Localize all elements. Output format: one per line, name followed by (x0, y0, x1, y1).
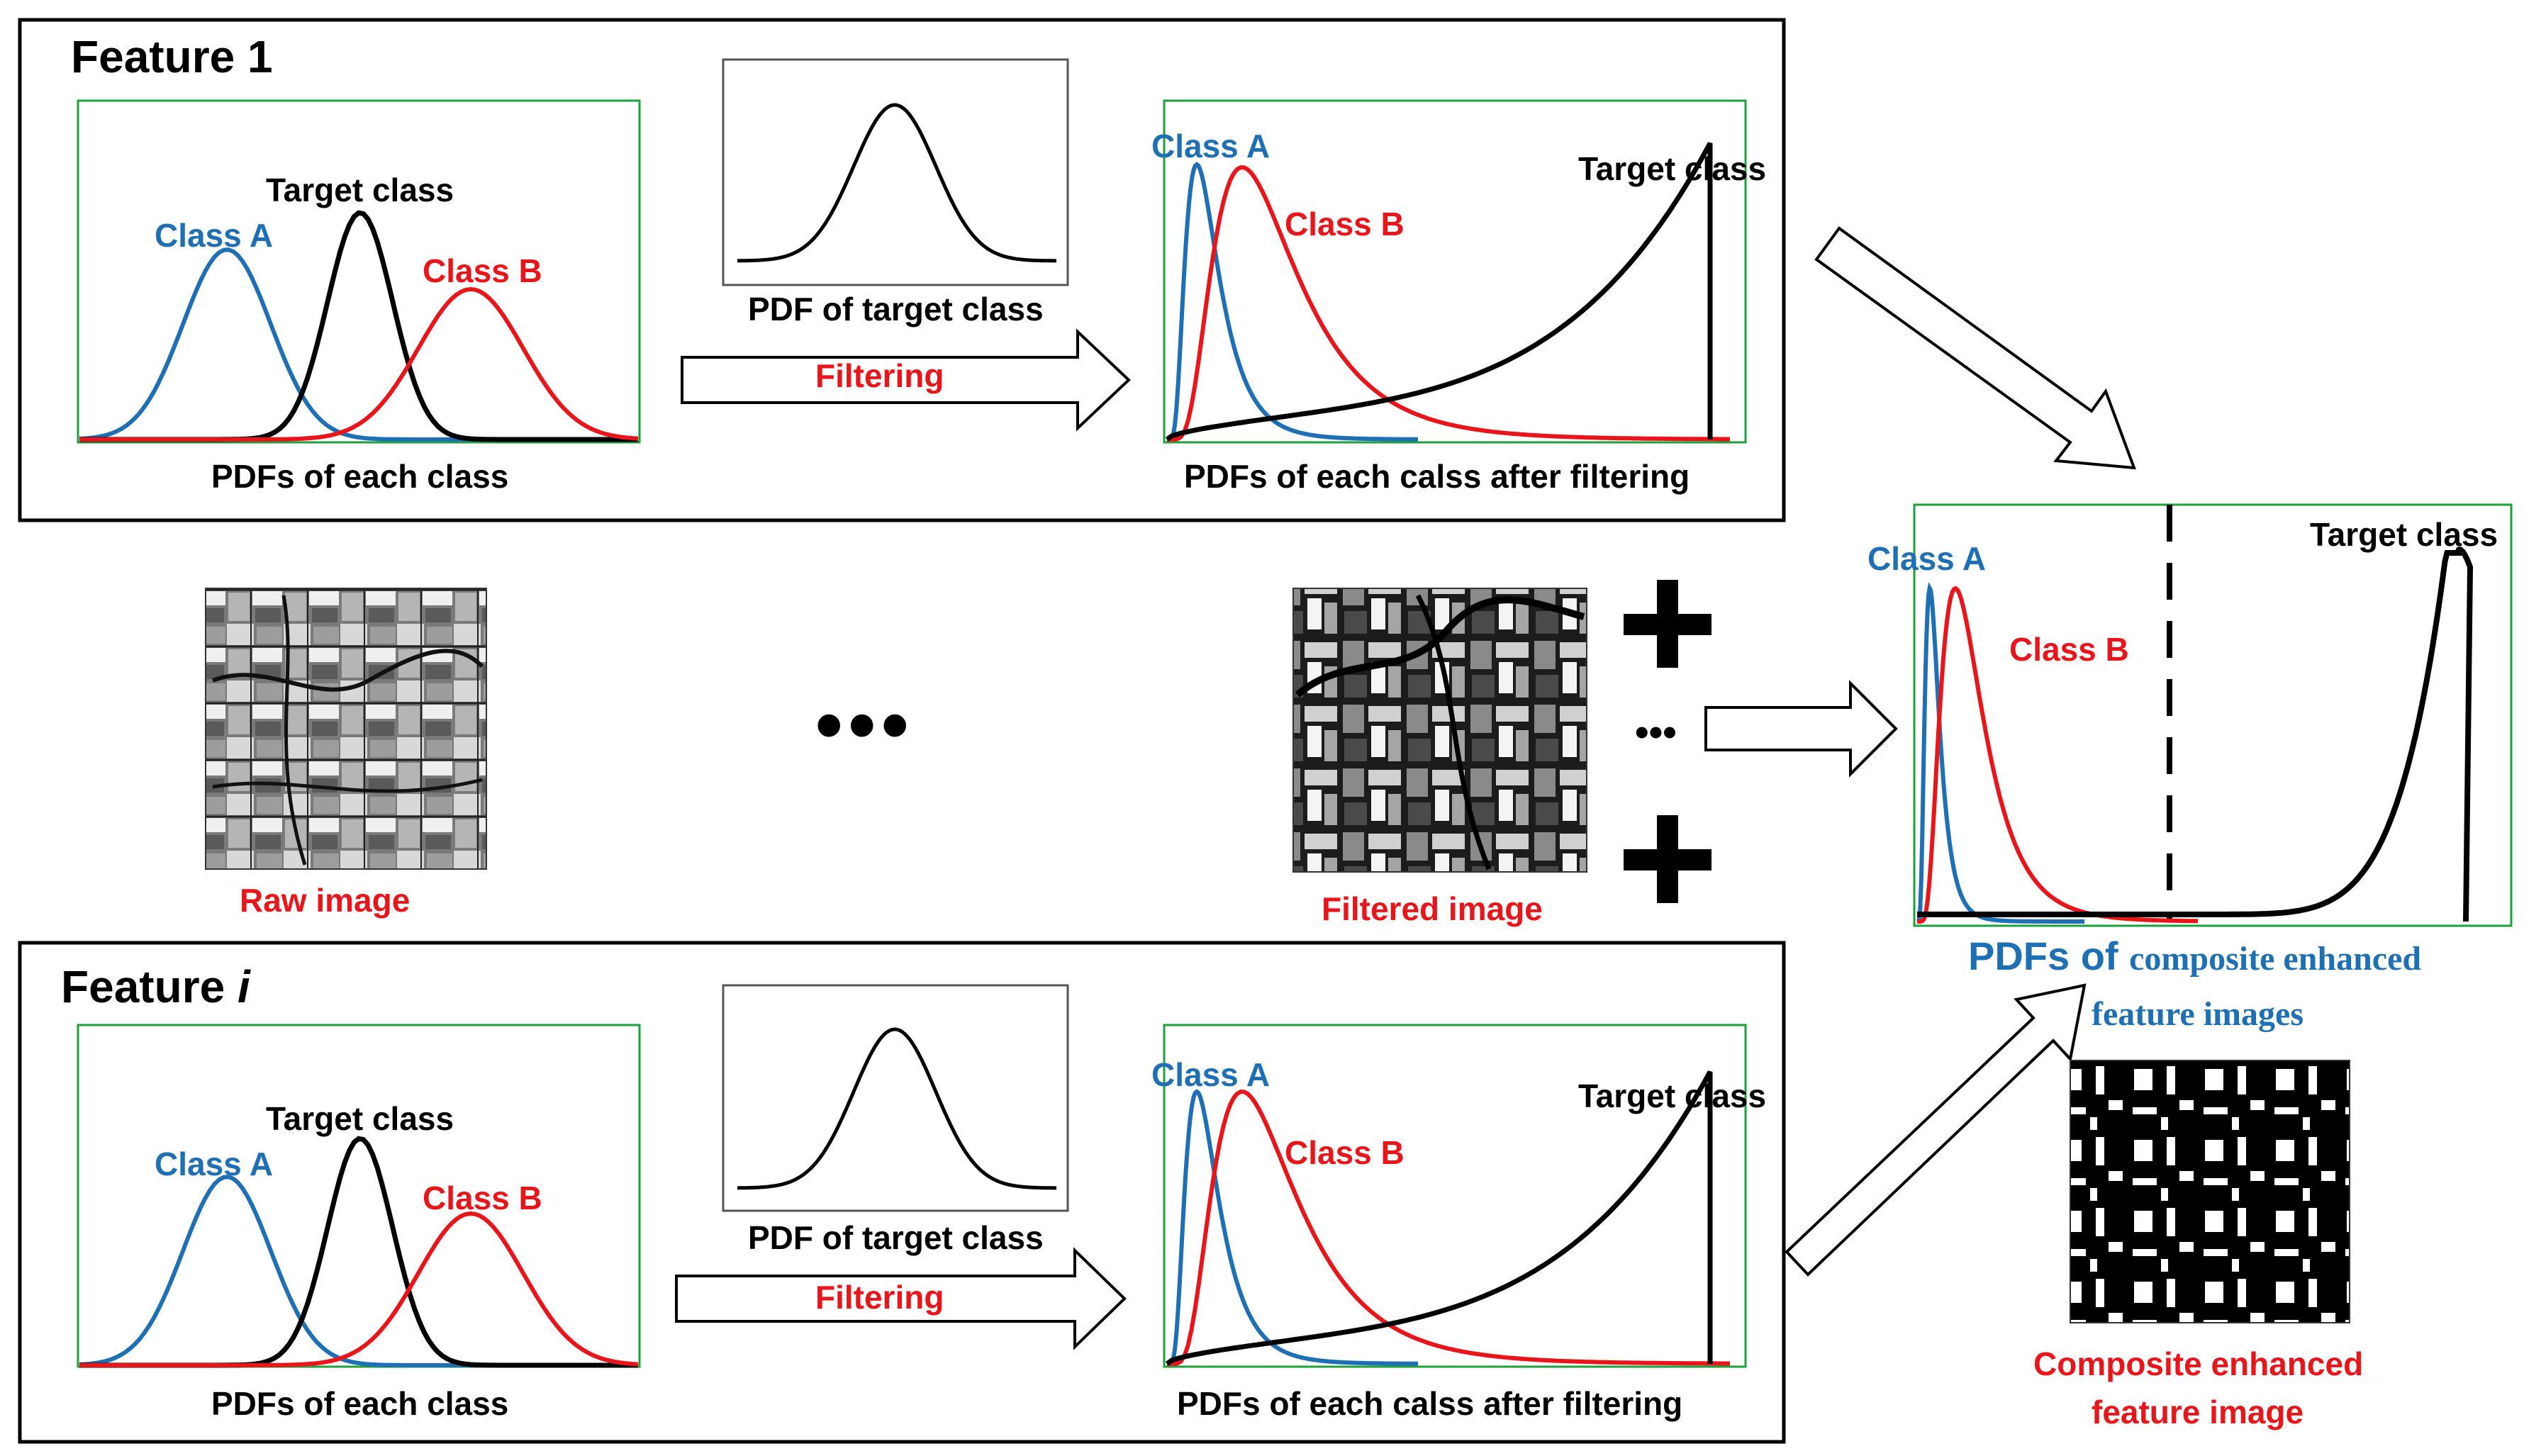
class-b-label: Class B (423, 252, 542, 289)
feature-1-frame (18, 18, 1786, 522)
filtered-image (1292, 588, 1587, 873)
raw-image-block: Raw image (205, 588, 487, 919)
class-a-label: Class A (1151, 1056, 1270, 1093)
class-b-label: Class B (1285, 1134, 1405, 1171)
plot-frame (77, 99, 641, 444)
class-a-label: Class A (155, 1146, 273, 1182)
filter-pdf-caption: PDF of target class (748, 1219, 1044, 1256)
plot-frame (1163, 1024, 1747, 1368)
feature-1-filter-pdf: PDF of target class (722, 58, 1069, 327)
feature-1-filtered-pdfs-plot: Class A Class B Target class PDFs of eac… (1151, 99, 1766, 495)
raw-image (205, 588, 487, 870)
class-b-curve (1917, 586, 2198, 924)
feature-i-frame (18, 941, 1786, 1444)
target-class-label: Target class (2310, 516, 2498, 553)
target-class-curve (1165, 142, 1713, 442)
composite-image-caption-line1: Composite enhanced (2033, 1345, 2363, 1382)
class-b-curve (1167, 164, 1730, 442)
pdfs-after-caption: PDFs of each calss after filtering (1177, 1385, 1682, 1422)
plot-frame (1163, 99, 1747, 444)
feature-i-filtering-arrow: Filtering (675, 1247, 1127, 1350)
class-b-curve (1167, 1089, 1730, 1366)
plus-icon (1657, 580, 1678, 668)
pdfs-after-caption: PDFs of each calss after filtering (1184, 458, 1690, 495)
class-a-label: Class A (155, 217, 273, 254)
feature-i-class-pdfs-plot: Class A Target class Class B PDFs of eac… (77, 1024, 641, 1422)
raw-image-caption: Raw image (240, 882, 410, 919)
target-class-curve (1165, 1070, 1713, 1366)
class-b-label: Class B (2009, 631, 2129, 668)
class-b-label: Class B (423, 1180, 542, 1216)
class-a-label: Class A (1867, 540, 1986, 577)
filter-pdf-caption: PDF of target class (748, 291, 1044, 327)
class-a-curve (1167, 162, 1418, 442)
feature-i-panel: Feature i Class A Target class Class B P… (18, 941, 1786, 1444)
composite-pdfs-caption: PDFs of composite enhanced (1968, 934, 2421, 978)
filtering-label: Filtering (815, 357, 944, 394)
class-b-label: Class B (1285, 206, 1405, 242)
ellipsis-big: ••• (815, 681, 915, 768)
composite-image-block: Composite enhanced feature image (2033, 1060, 2363, 1430)
target-class-curve (1917, 547, 2474, 922)
class-a-curve (1916, 581, 2084, 924)
feature-i-title: Feature i (61, 961, 251, 1012)
feature-1-panel: Feature 1 Class A Target class Class B P… (18, 18, 1786, 522)
hollow-arrow-icon (675, 1247, 1127, 1350)
hollow-arrow-icon (1704, 680, 1898, 778)
class-b-curve (79, 1211, 639, 1367)
hollow-arrow-icon (681, 328, 1131, 432)
plot-frame (77, 1024, 641, 1368)
composite-pdfs-plot: Class A Class B Target class PDFs of com… (1867, 503, 2513, 1033)
filter-pdf-frame (722, 984, 1069, 1212)
target-class-label: Target class (266, 172, 454, 208)
composite-image-caption-line2: feature image (2092, 1394, 2304, 1430)
filtering-label: Filtering (815, 1279, 944, 1316)
target-class-label: Target class (1578, 150, 1766, 187)
feature-1-filtering-arrow: Filtering (681, 328, 1131, 432)
filtered-image-block: Filtered image (1292, 588, 1587, 927)
plus-icon (1657, 815, 1678, 903)
target-pdf-curve (737, 1027, 1056, 1190)
target-class-label: Target class (1578, 1077, 1766, 1114)
plus-icon-bottom (1624, 815, 1711, 903)
class-a-label: Class A (1151, 128, 1270, 164)
pdfs-caption: PDFs of each class (211, 458, 508, 495)
filter-pdf-frame (722, 58, 1069, 286)
feature-1-class-pdfs-plot: Class A Target class Class B PDFs of eac… (77, 99, 641, 495)
hollow-arrow-icon (1814, 226, 2136, 470)
class-a-curve (1167, 1089, 1418, 1366)
pdfs-caption: PDFs of each class (211, 1385, 508, 1422)
target-class-label: Target class (266, 1100, 454, 1137)
plus-icon-top (1624, 580, 1711, 668)
feature-1-title: Feature 1 (71, 31, 273, 82)
class-a-curve (79, 1175, 638, 1367)
feature-i-filtered-pdfs-plot: Class A Class B Target class PDFs of eac… (1151, 1024, 1766, 1422)
target-pdf-curve (737, 103, 1056, 263)
composite-pdfs-caption-line2: feature images (2092, 995, 2304, 1033)
composite-image (2070, 1060, 2350, 1323)
class-a-curve (79, 247, 638, 442)
filtered-image-caption: Filtered image (1322, 890, 1543, 927)
plot-frame (1913, 503, 2513, 927)
feature-i-filter-pdf: PDF of target class (722, 984, 1069, 1256)
ellipsis-small: ••• (1635, 710, 1677, 754)
class-b-curve (79, 286, 639, 442)
hollow-arrow-icon (1785, 983, 2087, 1277)
